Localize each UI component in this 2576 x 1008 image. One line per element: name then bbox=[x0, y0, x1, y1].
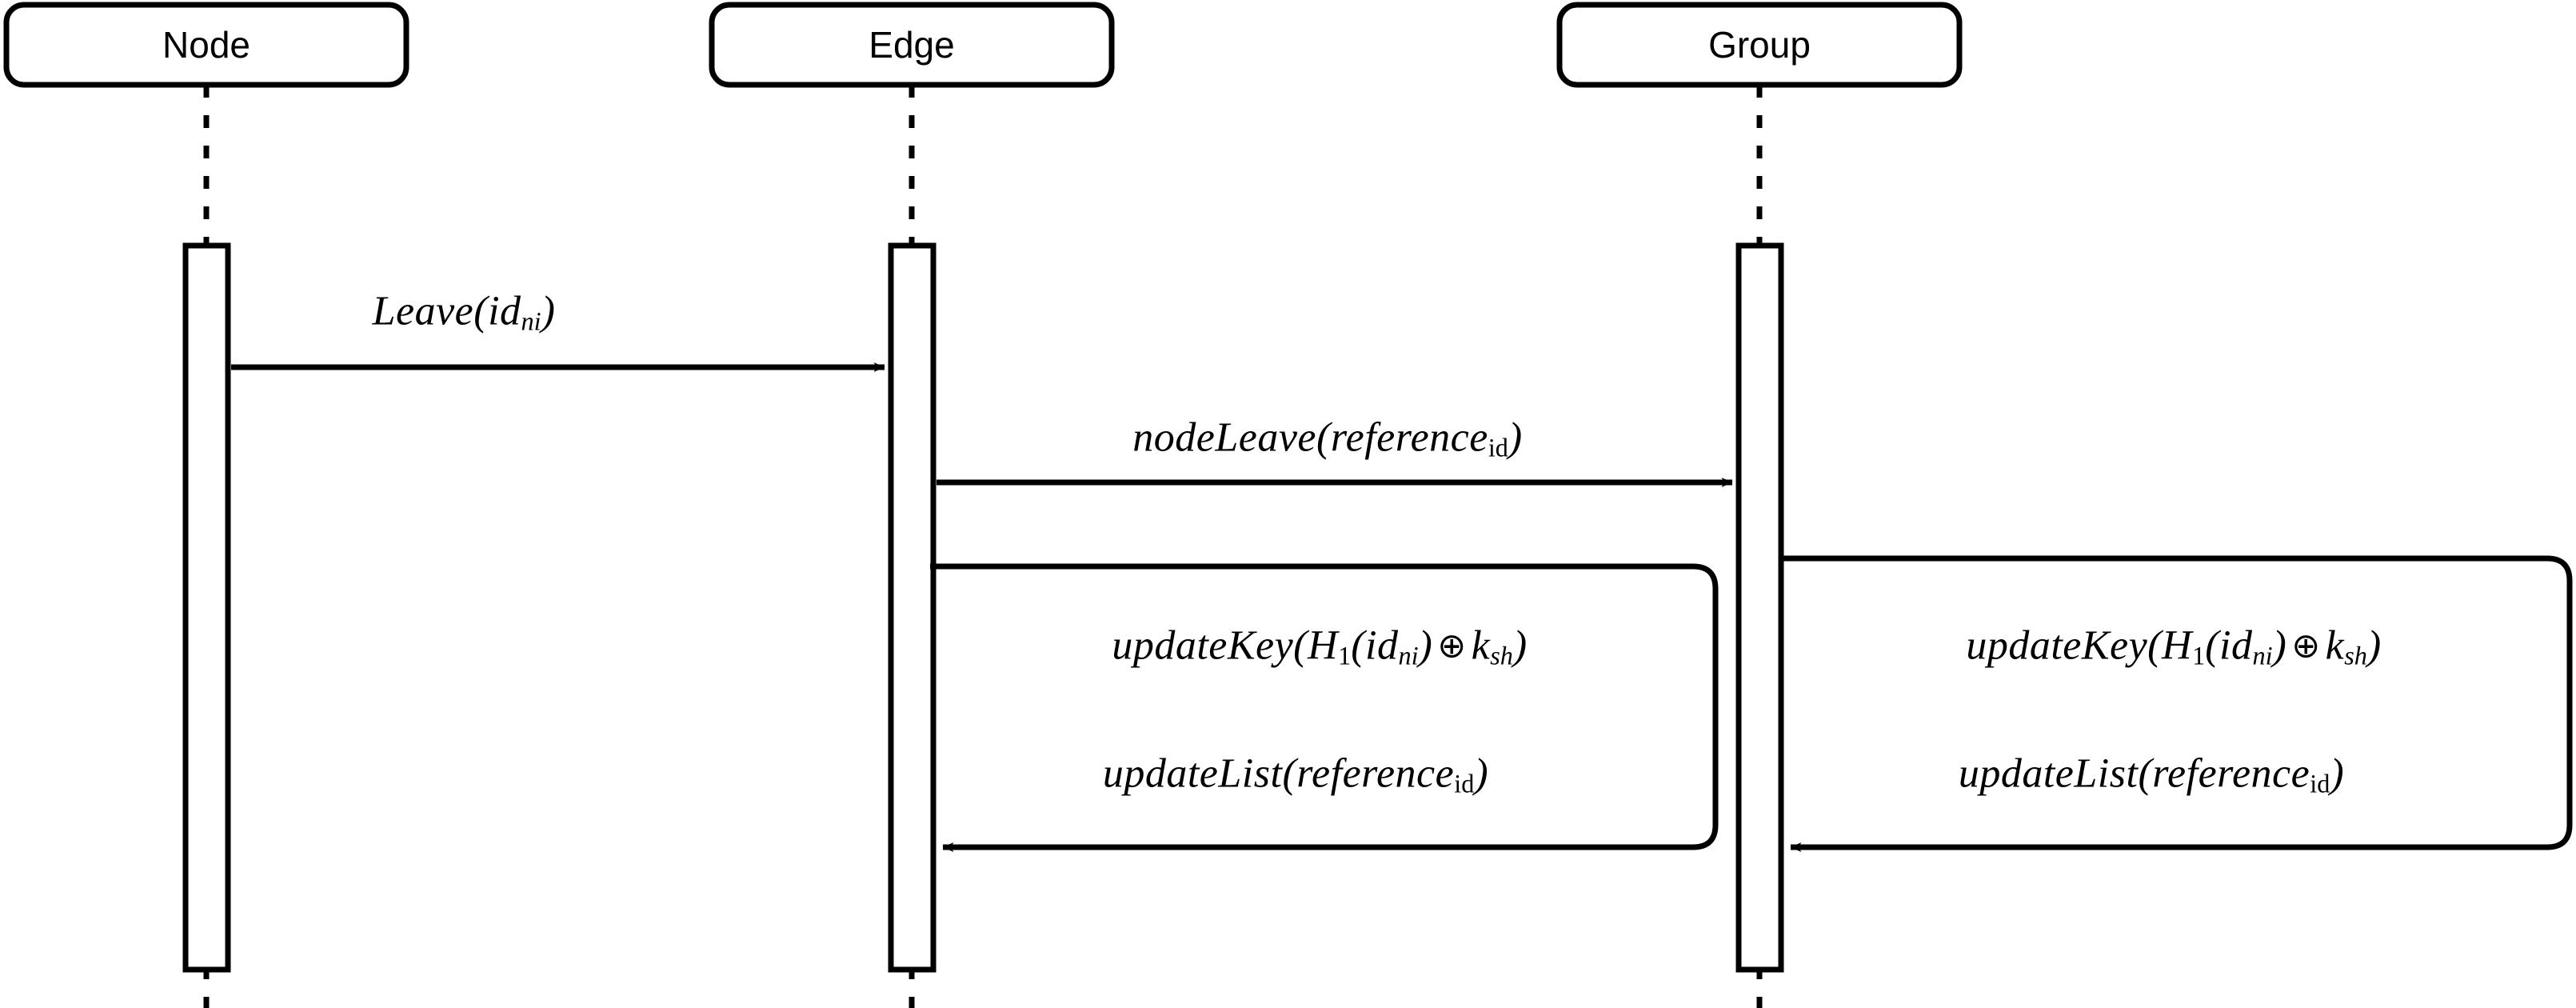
message-arrow-edge-self-return bbox=[930, 563, 1719, 852]
actor-label-edge: Edge bbox=[869, 24, 955, 66]
actor-boxes bbox=[3, 2, 1963, 88]
message-label-node-leave: nodeLeave(referenceid) bbox=[1132, 414, 1523, 462]
actor-label-group: Group bbox=[1708, 24, 1811, 66]
activation-bar-edge bbox=[888, 242, 937, 973]
message-label-group-update-key: updateKey(H1(idni)⊕ksh) bbox=[1966, 622, 2382, 670]
message-label-edge-update-key: updateKey(H1(idni)⊕ksh) bbox=[1112, 622, 1528, 670]
actor-box-node bbox=[3, 2, 409, 88]
message-arrow-group-self-return bbox=[1779, 555, 2573, 852]
message-label-leave: Leave(idni) bbox=[372, 288, 556, 336]
message-label-group-update-list: updateList(referenceid) bbox=[1958, 750, 2345, 798]
activation-bars bbox=[182, 242, 1784, 973]
activation-bar-node bbox=[182, 242, 231, 973]
message-label-edge-update-list: updateList(referenceid) bbox=[1102, 750, 1489, 798]
actor-box-group bbox=[1556, 2, 1963, 88]
lifeline-dashes bbox=[203, 85, 1763, 1008]
actor-label-node: Node bbox=[162, 24, 250, 66]
activation-bar-group bbox=[1735, 242, 1784, 973]
message-arrows bbox=[231, 362, 2573, 852]
actor-box-edge bbox=[709, 2, 1115, 88]
